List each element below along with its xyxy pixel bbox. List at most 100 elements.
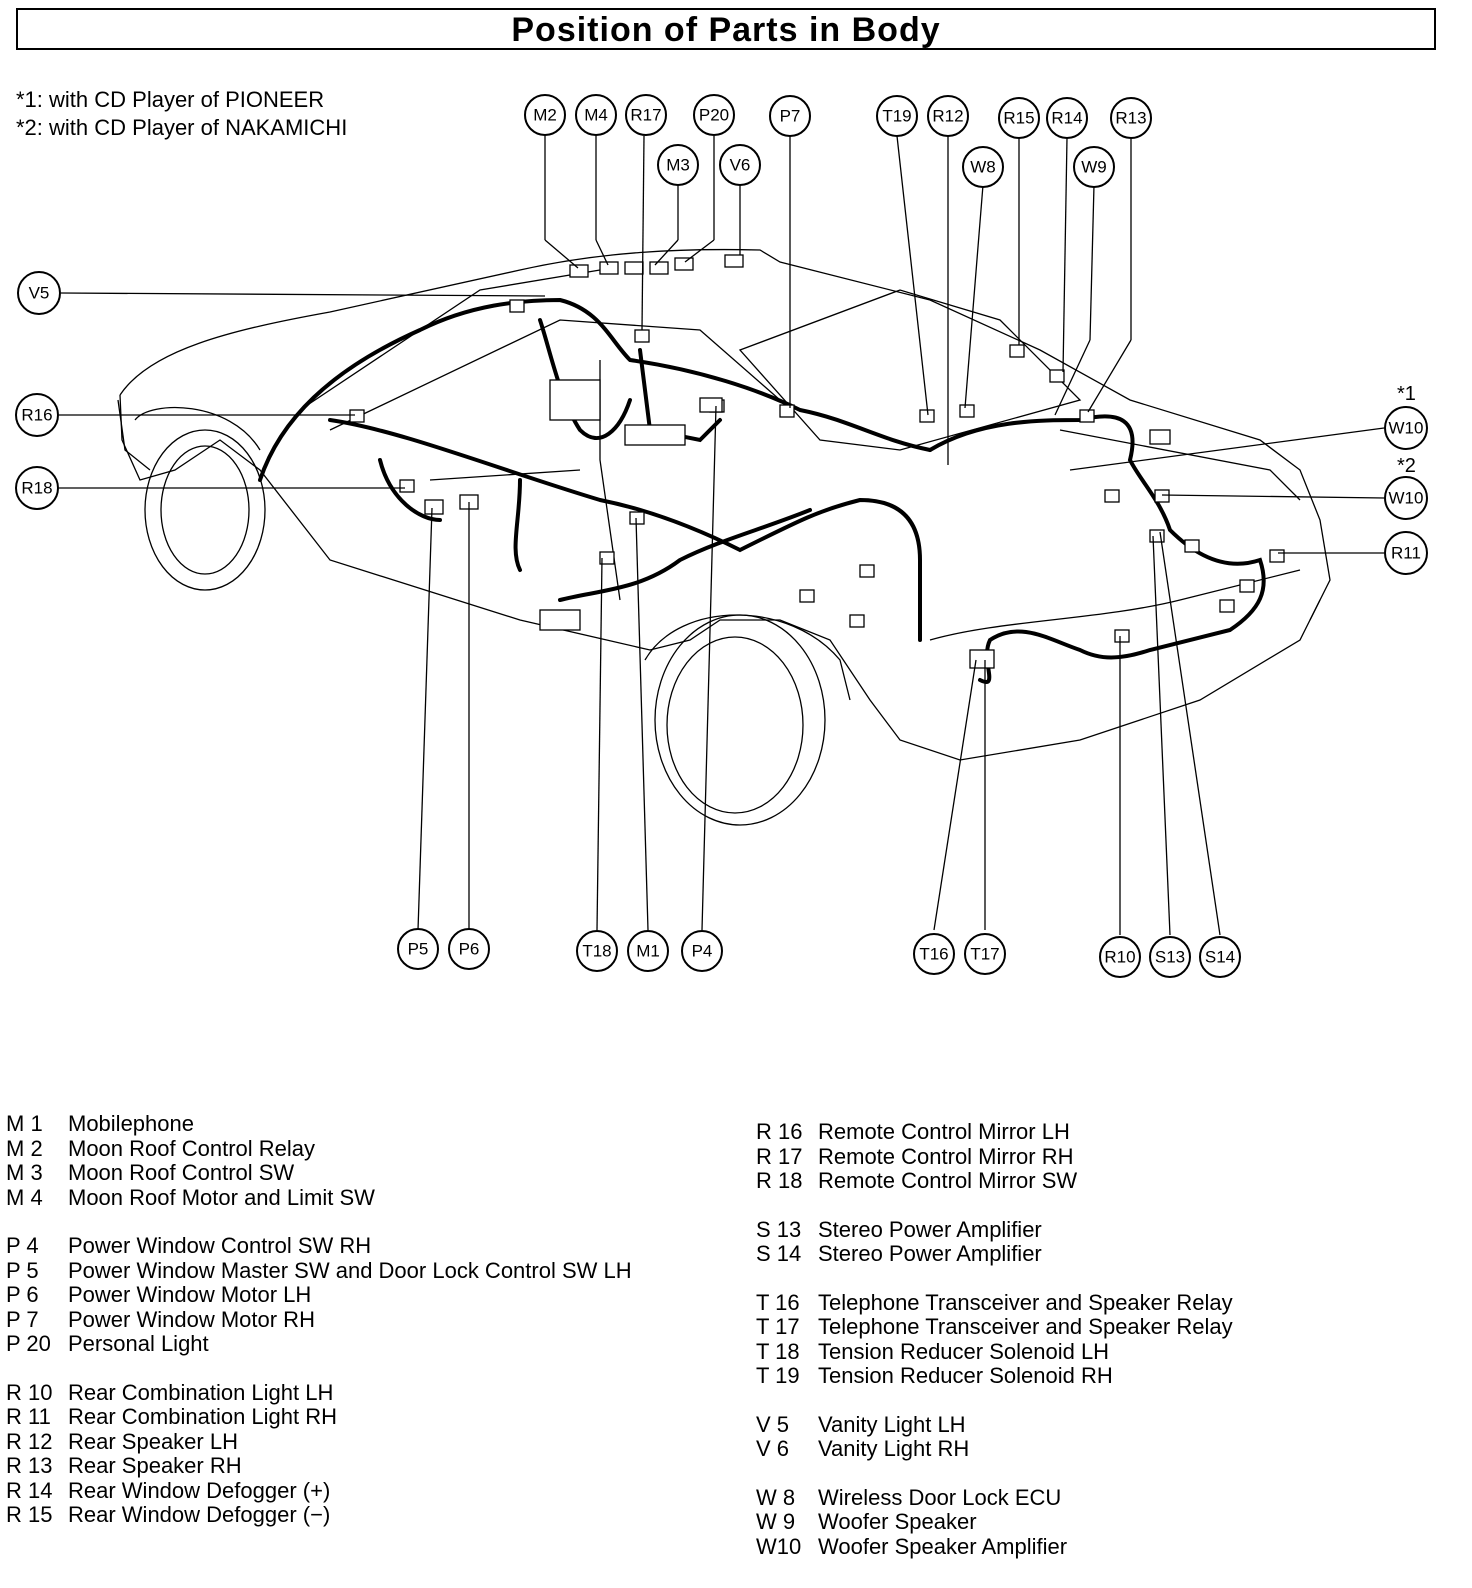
- callout-R18: R18: [15, 466, 59, 510]
- svg-text:S14: S14: [1205, 948, 1235, 967]
- svg-text:P4: P4: [692, 942, 713, 961]
- svg-text:M3: M3: [666, 156, 690, 175]
- page-title: Position of Parts in Body: [511, 11, 941, 49]
- callout-M4: M4: [575, 94, 617, 136]
- car-body-outline: [117, 248, 1331, 761]
- callout-R16: R16: [15, 393, 59, 437]
- svg-text:M4: M4: [584, 106, 608, 125]
- callout-R11: R11: [1384, 531, 1428, 575]
- svg-text:R17: R17: [630, 106, 661, 125]
- svg-text:V5: V5: [29, 284, 50, 303]
- svg-text:R14: R14: [1051, 109, 1082, 128]
- svg-text:R12: R12: [932, 107, 963, 126]
- callout-P4: P4: [681, 930, 723, 972]
- svg-text:M1: M1: [636, 942, 660, 961]
- svg-text:P7: P7: [780, 107, 801, 126]
- footnotes: *1: with CD Player of PIONEER *2: with C…: [16, 86, 347, 142]
- footnote-2: *2: with CD Player of NAKAMICHI: [16, 115, 348, 140]
- callout-M3: M3: [657, 144, 699, 186]
- svg-text:T17: T17: [970, 945, 999, 964]
- svg-text:P20: P20: [699, 106, 729, 125]
- svg-text:S13: S13: [1155, 948, 1185, 967]
- svg-text:T19: T19: [882, 107, 911, 126]
- svg-text:R16: R16: [21, 406, 52, 425]
- callout-V6: V6: [719, 144, 761, 186]
- callout-P7: P7: [769, 95, 811, 137]
- callout-R13: R13: [1110, 97, 1152, 139]
- callout-W9: W9: [1073, 146, 1115, 188]
- footnote-1: *1: with CD Player of PIONEER: [16, 87, 325, 112]
- callout-W8: W8: [962, 146, 1004, 188]
- callout-V5: V5: [17, 271, 61, 315]
- svg-text:R10: R10: [1104, 948, 1135, 967]
- svg-text:M2: M2: [533, 106, 557, 125]
- callout-T17: T17: [964, 933, 1006, 975]
- callout-R17: R17: [625, 94, 667, 136]
- leader-lines: [59, 134, 1385, 936]
- svg-text:W10: W10: [1389, 489, 1424, 508]
- callout-P6: P6: [448, 928, 490, 970]
- footnote-mark-1: *1: [1397, 383, 1416, 405]
- callout-P20: P20: [693, 94, 735, 136]
- svg-text:V6: V6: [730, 156, 751, 175]
- callout-R14: R14: [1046, 97, 1088, 139]
- callout-S13: S13: [1149, 936, 1191, 978]
- connectors: [349, 254, 1285, 669]
- callout-S14: S14: [1199, 936, 1241, 978]
- callout-T19: T19: [876, 95, 918, 137]
- svg-text:P5: P5: [408, 940, 429, 959]
- callout-W10-2: W10: [1384, 476, 1428, 520]
- svg-text:W8: W8: [970, 158, 996, 177]
- svg-text:W10: W10: [1389, 419, 1424, 438]
- svg-text:R18: R18: [21, 479, 52, 498]
- svg-text:T18: T18: [582, 942, 611, 961]
- callout-R12: R12: [927, 95, 969, 137]
- wiring-diagram: *1 *2 M2 M4 R17 P20 P7 T19 R12 R15 R14 R…: [15, 94, 1428, 978]
- callout-T18: T18: [576, 930, 618, 972]
- wheels: [134, 406, 851, 826]
- svg-text:R13: R13: [1115, 109, 1146, 128]
- footnote-mark-2: *2: [1397, 455, 1416, 477]
- callout-P5: P5: [397, 928, 439, 970]
- callout-M2: M2: [524, 94, 566, 136]
- svg-text:W9: W9: [1081, 158, 1107, 177]
- callout-R15: R15: [998, 97, 1040, 139]
- callout-T16: T16: [913, 933, 955, 975]
- svg-text:R11: R11: [1391, 544, 1421, 563]
- callout-W10-1: W10: [1384, 406, 1428, 450]
